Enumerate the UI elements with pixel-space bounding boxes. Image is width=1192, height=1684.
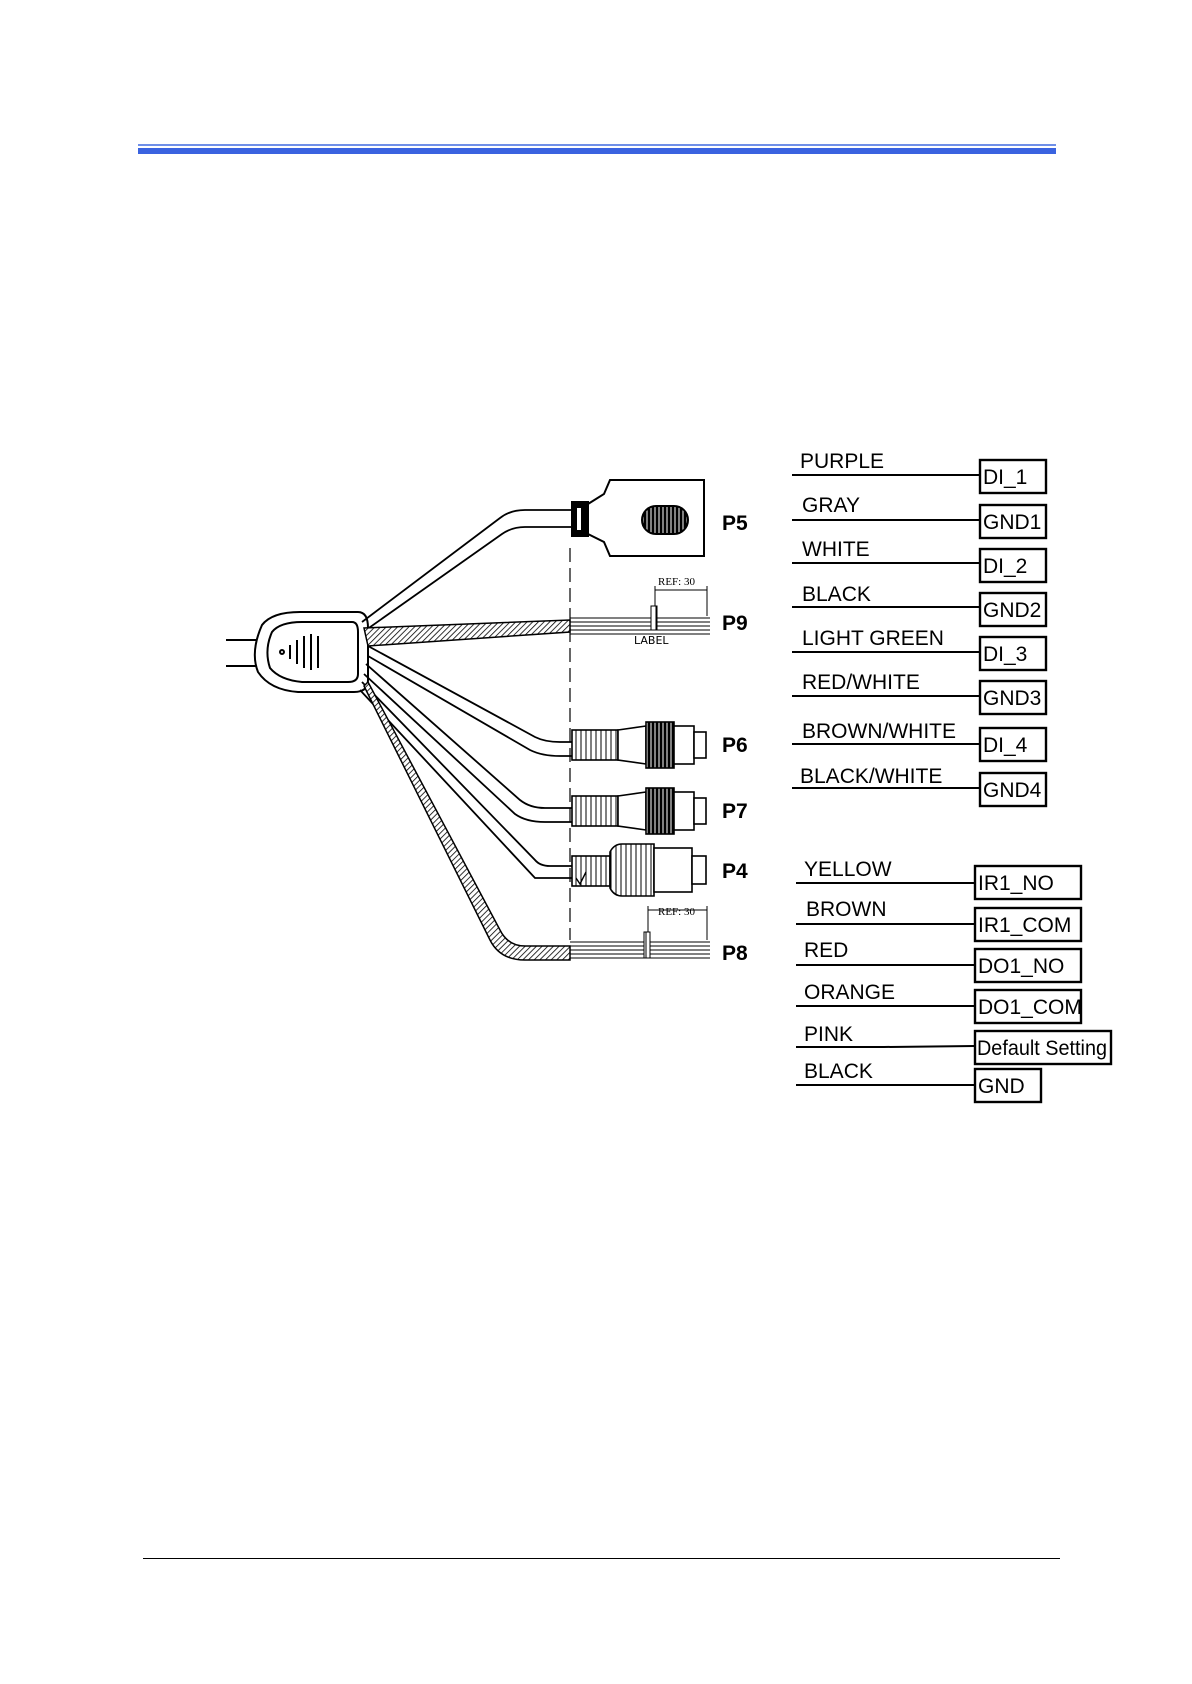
p9-wire-bundle	[570, 586, 710, 634]
wire-color-label: YELLOW	[804, 858, 892, 881]
p9-pin-1: PURPLE DI_1	[792, 450, 1046, 493]
p7-rca-connector	[572, 788, 706, 834]
port-label-p7: P7	[722, 800, 748, 823]
wire-color-label: BLACK	[802, 583, 871, 606]
p8-pinout-group: YELLOW IR1_NO BROWN IR1_COM RED DO1_NO O…	[796, 858, 1111, 1102]
signal-box-label: DI_3	[983, 643, 1027, 666]
signal-box-label: DI_4	[983, 734, 1028, 757]
p9-pin-3: WHITE DI_2	[792, 538, 1046, 582]
p8-pin-5: PINK Default Setting	[796, 1023, 1111, 1064]
p9-pin-7: BROWN/WHITE DI_4	[792, 720, 1046, 761]
signal-box-label: GND3	[983, 687, 1041, 710]
wire-color-label: BLACK	[804, 1060, 873, 1083]
branch-cables	[360, 510, 575, 878]
signal-box-label: DO1_NO	[978, 955, 1064, 978]
signal-box-label: GND	[978, 1075, 1025, 1098]
p6-rca-connector	[572, 722, 706, 768]
p9-pin-4: BLACK GND2	[792, 583, 1046, 626]
port-label-p6: P6	[722, 734, 748, 757]
p8-ref-tag: REF: 30	[658, 906, 695, 918]
signal-box-label: DI_2	[983, 555, 1027, 578]
p4-power-connector	[572, 844, 706, 896]
wire-color-label: RED	[804, 939, 848, 962]
p8-pin-3: RED DO1_NO	[796, 939, 1081, 982]
p9-pin-2: GRAY GND1	[792, 494, 1046, 538]
p9-pin-5: LIGHT GREEN DI_3	[792, 627, 1046, 670]
p9-pin-8: BLACK/WHITE GND4	[792, 765, 1046, 806]
p8-pin-2: BROWN IR1_COM	[796, 898, 1081, 941]
p9-cable	[364, 620, 570, 646]
wire-color-label: WHITE	[802, 538, 870, 561]
signal-box-label: GND2	[983, 599, 1041, 622]
p8-pin-1: YELLOW IR1_NO	[796, 858, 1081, 899]
wire-color-label: LIGHT GREEN	[802, 627, 944, 650]
p8-pin-4: ORANGE DO1_COM	[796, 981, 1082, 1023]
wire-color-label: ORANGE	[804, 981, 895, 1004]
p9-pinout-group: PURPLE DI_1 GRAY GND1 WHITE DI_2 BLACK G…	[792, 450, 1046, 806]
signal-box-label: IR1_NO	[978, 872, 1054, 895]
port-label-p5: P5	[722, 512, 748, 535]
wire-color-label: BROWN/WHITE	[802, 720, 956, 743]
wire-color-label: GRAY	[802, 494, 860, 517]
signal-box-label: Default Setting	[977, 1037, 1107, 1060]
signal-box-label: GND1	[983, 511, 1041, 534]
p5-rj45-connector	[572, 480, 704, 556]
signal-box-label: IR1_COM	[978, 914, 1071, 937]
p8-pin-6: BLACK GND	[796, 1060, 1041, 1102]
wire-color-label: BROWN	[806, 898, 887, 921]
signal-box-label: DO1_COM	[978, 996, 1082, 1019]
p9-label-tag: LABEL	[634, 634, 669, 647]
main-cable	[226, 640, 256, 666]
signal-box-label: GND4	[983, 779, 1042, 802]
port-label-p9: P9	[722, 612, 748, 635]
p9-pin-6: RED/WHITE GND3	[792, 671, 1046, 714]
p9-ref-tag: REF: 30	[658, 576, 695, 588]
wire-color-label: RED/WHITE	[802, 671, 920, 694]
signal-box-label: DI_1	[983, 466, 1027, 489]
wire-color-label: PINK	[804, 1023, 853, 1046]
port-label-p4: P4	[722, 860, 748, 883]
cable-hub	[255, 612, 368, 692]
port-label-p8: P8	[722, 942, 748, 965]
wire-color-label: PURPLE	[800, 450, 884, 473]
wire-color-label: BLACK/WHITE	[800, 765, 942, 788]
